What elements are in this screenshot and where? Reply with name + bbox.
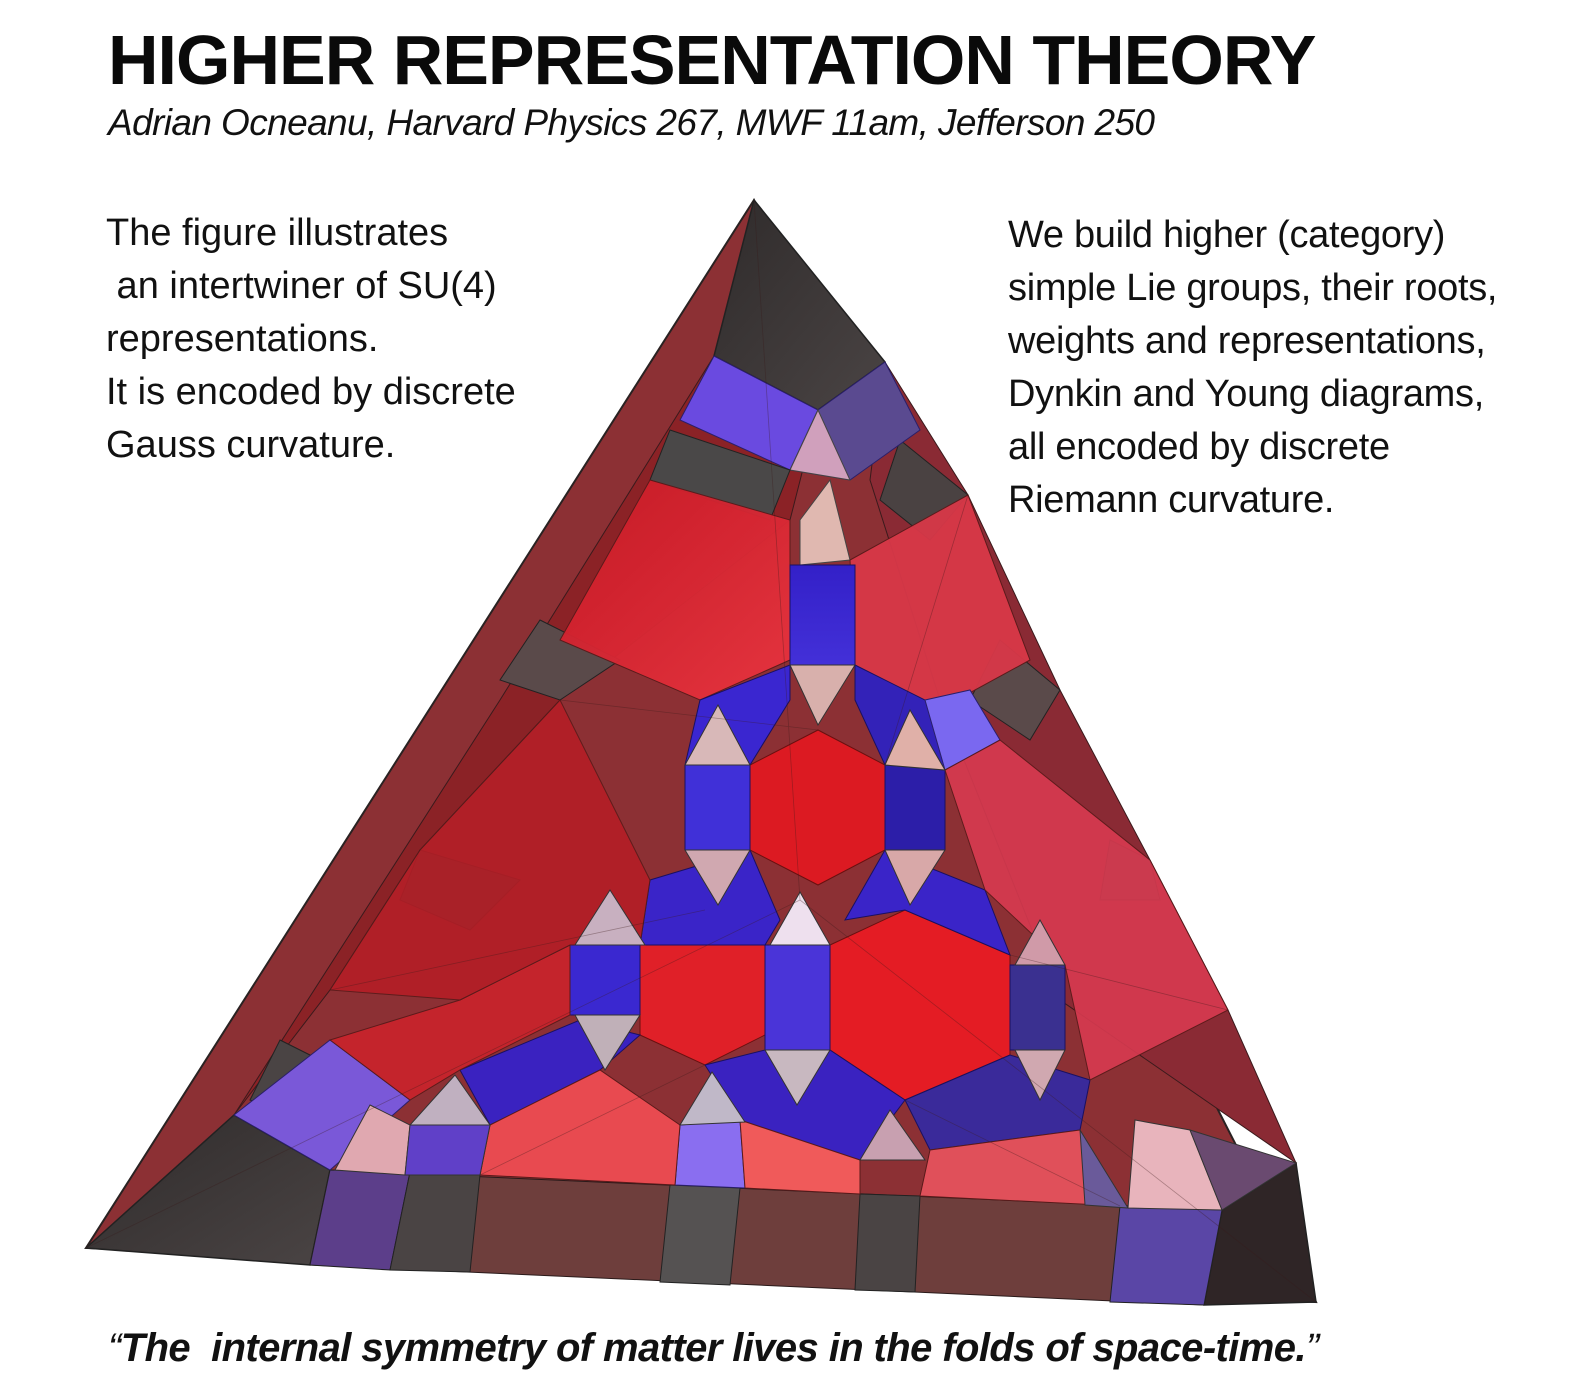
left-description-line: The figure illustrates xyxy=(106,212,449,254)
right-description-line: Riemann curvature. xyxy=(1008,479,1335,521)
quote-text: The internal symmetry of matter lives in… xyxy=(120,1326,1307,1370)
figure-facet-11 xyxy=(1014,1049,1066,1102)
figure-top-cap-pink xyxy=(789,408,851,481)
figure-blue-center-stem xyxy=(764,944,831,1051)
figure-facet-5 xyxy=(884,849,946,907)
right-description-line: simple Lie groups, their roots, xyxy=(1008,267,1498,309)
figure-blue-left-outer xyxy=(569,944,641,1016)
figure-facet-18 xyxy=(404,1124,491,1176)
page-title: HIGHER REPRESENTATION THEORY xyxy=(108,21,1316,99)
right-description-line: We build higher (category) xyxy=(1008,214,1446,256)
figure-blue-left-mid xyxy=(684,764,751,851)
figure-blue-bar-top xyxy=(789,564,856,666)
figure-facet-6 xyxy=(574,889,646,946)
closing-quote: “The internal symmetry of matter lives i… xyxy=(108,1322,1319,1374)
figure-band-bottom-dark3 xyxy=(854,1193,921,1293)
quote-close-mark: ” xyxy=(1305,1326,1319,1370)
figure-band-bottom-violet2 xyxy=(1109,1205,1223,1306)
figure-facet-9 xyxy=(679,1071,746,1126)
figure-red-right-mid xyxy=(944,739,1229,1081)
left-description-line: representations. xyxy=(106,318,379,360)
figure-violet-bottom-mid xyxy=(674,1119,746,1189)
figure-facet-1 xyxy=(684,703,751,766)
right-description: We build higher (category) simple Lie gr… xyxy=(1008,209,1497,527)
figure-fold-lines xyxy=(85,199,1317,1303)
right-description-line: Dynkin and Young diagrams, xyxy=(1008,373,1484,415)
quote-open-mark: “ xyxy=(108,1326,121,1370)
figure-facet-center xyxy=(769,890,831,946)
right-description-line: all encoded by discrete xyxy=(1008,426,1390,468)
figure-facet-3 xyxy=(789,664,856,727)
figure-blue-right-mid xyxy=(884,764,946,851)
figure-blue-right-outer xyxy=(1009,964,1066,1051)
figure-upper-red-left xyxy=(559,479,791,701)
figure-facet-17 xyxy=(1189,1129,1298,1211)
left-description: The figure illustrates an intertwiner of… xyxy=(106,207,516,472)
left-description-line: an intertwiner of SU(4) xyxy=(106,265,497,307)
figure-facet-16 xyxy=(1079,1129,1129,1209)
figure-facet-8 xyxy=(764,1049,831,1106)
figure-facet-4 xyxy=(684,849,751,906)
left-description-line: Gauss curvature. xyxy=(106,424,396,466)
figure-band-bottom-dark2 xyxy=(659,1184,741,1286)
figure-facet-2 xyxy=(884,708,946,771)
figure-facet-7 xyxy=(574,1014,641,1071)
page-subtitle: Adrian Ocneanu, Harvard Physics 267, MWF… xyxy=(108,102,1155,143)
right-description-line: weights and representations, xyxy=(1008,320,1486,362)
figure-facet-12 xyxy=(859,1109,926,1161)
left-description-line: It is encoded by discrete xyxy=(106,371,516,413)
figure-facet-10 xyxy=(1014,918,1066,966)
figure-blue-center-right xyxy=(844,849,1011,956)
